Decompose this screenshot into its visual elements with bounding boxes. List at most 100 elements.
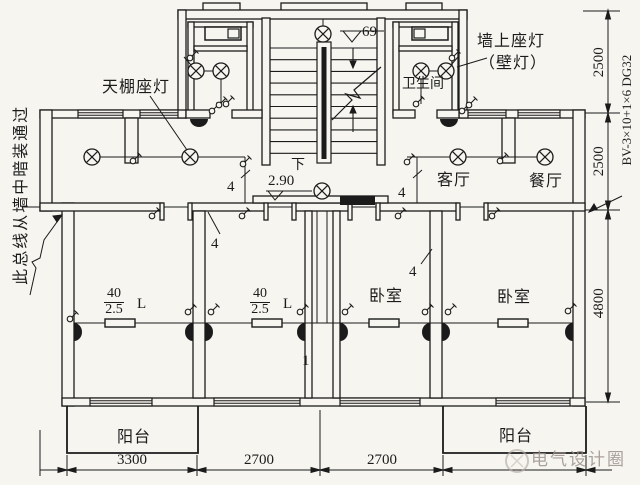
ceiling-lamp-part xyxy=(439,64,453,78)
switch-symbol xyxy=(296,303,309,316)
switch-part xyxy=(137,152,142,157)
switch-part xyxy=(456,49,461,54)
ceiling-lamp-symbol xyxy=(449,148,467,166)
level-triangle xyxy=(341,30,363,43)
switch-symbol xyxy=(207,303,220,316)
lamp-rating-1-suffix: L xyxy=(137,296,147,312)
wall xyxy=(572,109,586,407)
switch-part xyxy=(208,107,216,115)
switch-part xyxy=(66,315,74,323)
window xyxy=(517,109,561,119)
switch-part xyxy=(239,160,247,168)
window xyxy=(495,397,571,407)
bathroom-window xyxy=(204,26,242,41)
dim-arrow xyxy=(584,466,596,474)
wire-count-1: 4 xyxy=(227,179,235,195)
wall xyxy=(501,117,516,164)
wall xyxy=(375,202,381,221)
wall-lamp-symbol xyxy=(205,323,213,341)
dim-bottom-2700-b: 2700 xyxy=(367,452,397,468)
circuit-number: 1 xyxy=(302,353,310,369)
dim-arrow xyxy=(604,103,612,115)
room-label-balcony-left: 阳台 xyxy=(117,429,152,446)
switch-part xyxy=(412,100,420,108)
switch-part xyxy=(129,157,137,165)
fluorescent-lamp-symbol xyxy=(497,318,529,328)
watermark-text: 电气设计圈 xyxy=(531,450,626,469)
wall xyxy=(436,109,460,119)
room-label-dining: 餐厅 xyxy=(529,173,564,190)
dim-right-2500-a: 2500 xyxy=(590,47,607,78)
ceiling-lamp-symbol xyxy=(314,25,332,43)
switch-part xyxy=(411,153,416,158)
switch-part xyxy=(488,212,496,220)
wall xyxy=(347,202,353,221)
wire-line xyxy=(207,211,221,235)
dim-arrow xyxy=(187,466,199,474)
wall xyxy=(398,45,453,52)
wire-count-2: 4 xyxy=(211,236,219,252)
balcony-right-outline xyxy=(442,406,587,454)
switch-part xyxy=(304,303,309,308)
wall xyxy=(485,202,586,212)
ceiling-lamp-symbol xyxy=(187,62,205,80)
switch-part xyxy=(402,207,407,212)
switch-part xyxy=(394,212,402,220)
switch-part xyxy=(207,308,215,316)
wall xyxy=(193,45,248,52)
switch-symbol xyxy=(394,207,407,220)
ceiling-lamp-part xyxy=(183,150,197,164)
dim-arrow xyxy=(604,208,612,220)
switch-symbol xyxy=(448,49,461,62)
switch-part xyxy=(429,303,434,308)
dim-arrow xyxy=(604,111,612,123)
ceiling-lamp-symbol xyxy=(313,182,331,200)
ceiling-lamp-part xyxy=(316,27,330,41)
feeder-spec-note: BV-3×10+1×6 DG32 xyxy=(618,54,634,166)
dim-arrow xyxy=(318,466,330,474)
room-label-living: 客厅 xyxy=(437,172,472,189)
wall xyxy=(263,202,269,221)
dim-arrow xyxy=(433,466,445,474)
wall xyxy=(231,109,263,119)
wall xyxy=(332,210,341,399)
stair-arrow-up xyxy=(349,104,357,114)
lamp-rating-2: 40 2.5 xyxy=(250,286,270,318)
watermark-logo xyxy=(505,449,529,473)
wall xyxy=(392,109,416,119)
switch-part xyxy=(473,96,478,101)
wall xyxy=(187,202,193,221)
stair-rail-core xyxy=(321,47,327,159)
dim-arrow xyxy=(310,466,322,474)
balcony-left-outline xyxy=(66,406,199,454)
stair-break-line xyxy=(331,66,382,121)
switch-part xyxy=(564,307,572,315)
switch-symbol xyxy=(238,207,251,220)
wire-count-4: 4 xyxy=(409,264,417,280)
window xyxy=(139,109,179,119)
wall xyxy=(159,202,165,221)
wall xyxy=(124,117,139,164)
switch-symbol xyxy=(412,95,425,108)
bathroom-window xyxy=(411,26,449,41)
window xyxy=(89,397,153,407)
dim-bottom-2700-a: 2700 xyxy=(244,452,274,468)
switch-part xyxy=(247,155,252,160)
switch-symbol xyxy=(129,152,142,165)
wall-lamp-symbol xyxy=(185,323,193,341)
window xyxy=(467,109,507,119)
wall xyxy=(377,202,459,212)
switch-part xyxy=(452,303,457,308)
switch-part xyxy=(572,302,577,307)
room-label-bedroom-2: 卧室 xyxy=(497,289,532,306)
wire-line xyxy=(183,56,192,66)
wall xyxy=(61,202,75,407)
wall-lamp-symbol xyxy=(190,119,208,127)
switch-part xyxy=(184,308,192,316)
switch-symbol xyxy=(488,207,501,220)
switch-symbol xyxy=(215,96,228,109)
switch-part xyxy=(230,95,235,100)
switch-symbol xyxy=(341,303,354,316)
